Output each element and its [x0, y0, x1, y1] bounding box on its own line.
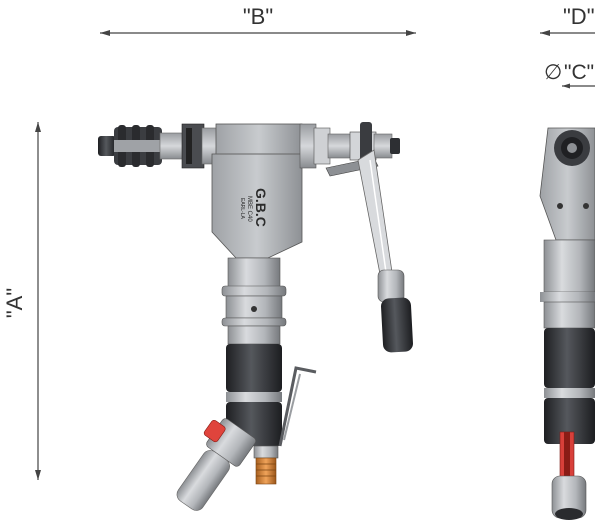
motor-handle [176, 418, 256, 511]
dimension-a-label: "A" [2, 288, 27, 318]
dimension-b-label: "B" [243, 4, 273, 29]
expander-mandrel [98, 123, 219, 169]
dimension-a: "A" [2, 122, 41, 480]
feed-housing [299, 122, 400, 169]
brand-label: G.B.C [253, 188, 269, 227]
machine-side-view [539, 127, 595, 520]
dimension-c: ∅ "C" [544, 61, 595, 89]
dimension-c-label: "C" [564, 61, 594, 84]
diameter-symbol: ∅ [544, 61, 562, 84]
machine-front-view: G.B.C MBE C40 EARL-LA [98, 122, 413, 511]
feed-handle [325, 149, 413, 353]
dimension-d: "D" [540, 4, 595, 36]
dimension-b: "B" [100, 4, 416, 36]
model-sub-label: EARL-LA [239, 198, 245, 220]
gearbox-body: G.B.C MBE C40 EARL-LA [211, 123, 303, 259]
motor-column [221, 257, 287, 446]
throttle-lever [278, 366, 317, 447]
air-fitting [253, 445, 279, 485]
dimension-d-label: "D" [563, 4, 595, 29]
model-label: MBE C40 [246, 196, 252, 222]
